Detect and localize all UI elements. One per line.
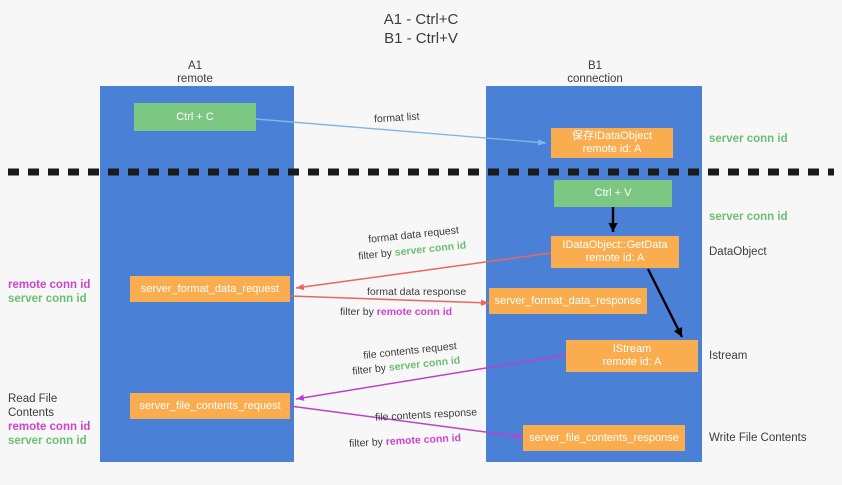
left-label-remote-conn-id-1: remote conn id (8, 279, 91, 291)
right-label-write-file-contents: Write File Contents (709, 432, 807, 444)
edge-label-format-data-request-filter-prefix: filter by (357, 246, 396, 263)
left-label-server-conn-id-1: server conn id (8, 293, 87, 305)
column-header-b1-name: B1 (587, 60, 603, 72)
left-label-server-conn-id-2: server conn id (8, 435, 87, 447)
node-idataobject-getdata-line1: IDataObject::GetData (562, 239, 668, 251)
node-server-file-contents-request-label: server_file_contents_request (139, 399, 281, 412)
node-ctrl-v[interactable]: Ctrl + V (554, 180, 672, 207)
node-istream-line1: IStream (612, 343, 652, 355)
column-header-b1-sub: connection (567, 73, 623, 85)
right-label-server-conn-id-mid: server conn id (709, 211, 788, 223)
left-label-remote-conn-id-2: remote conn id (8, 421, 91, 433)
node-saved-idataobject-line2: remote id: A (582, 143, 642, 155)
right-label-istream: Istream (709, 350, 748, 362)
title-line-2: B1 - Ctrl+V (384, 30, 458, 47)
left-label-group-file: Read File Contents remote conn id server… (8, 392, 103, 448)
node-server-file-contents-request[interactable]: server_file_contents_request (130, 393, 290, 419)
edge-label-file-contents-response: file contents response (374, 406, 478, 424)
edge-label-file-contents-response-filter-prefix: filter by (348, 436, 387, 450)
page-title: A1 - Ctrl+C B1 - Ctrl+V (0, 10, 842, 48)
title-line-1: A1 - Ctrl+C (383, 11, 459, 28)
node-server-format-data-request-label: server_format_data_request (140, 282, 280, 295)
left-label-group-format: remote conn id server conn id (8, 278, 98, 306)
node-ctrl-c-label: Ctrl + C (176, 110, 214, 123)
left-label-read-file-contents: Read File Contents (8, 393, 58, 419)
node-saved-idataobject-line1: 保存IDataObject (571, 130, 653, 142)
node-istream[interactable]: IStream remote id: A (566, 340, 698, 372)
node-idataobject-getdata-line2: remote id: A (585, 252, 645, 264)
node-saved-idataobject[interactable]: 保存IDataObject remote id: A (551, 128, 673, 158)
right-label-server-conn-id-top: server conn id (709, 133, 788, 145)
node-istream-line2: remote id: A (602, 356, 662, 368)
edge-label-format-data-response-filter: filter by remote conn id (340, 305, 452, 319)
edge-label-file-contents-response-filter-value: remote conn id (385, 432, 462, 448)
node-server-format-data-response-label: server_format_data_response (494, 294, 642, 307)
edge-label-file-contents-response-filter: filter by remote conn id (349, 431, 462, 451)
node-server-format-data-response[interactable]: server_format_data_response (489, 288, 647, 314)
node-server-file-contents-response[interactable]: server_file_contents_response (523, 425, 685, 451)
node-idataobject-getdata[interactable]: IDataObject::GetData remote id: A (551, 236, 679, 268)
column-header-a1-name: A1 (187, 60, 203, 72)
edge-label-format-data-response-filter-value: remote conn id (376, 306, 453, 318)
edge-label-file-contents-request-filter-prefix: filter by (351, 361, 390, 378)
edge-label-format-data-response: format data response (367, 286, 467, 298)
node-ctrl-v-label: Ctrl + V (594, 187, 632, 199)
edge-label-format-list: format list (373, 110, 420, 126)
column-header-b1: B1 connection (530, 60, 660, 86)
right-label-dataobject: DataObject (709, 246, 767, 258)
column-header-a1-sub: remote (177, 73, 213, 85)
column-header-a1: A1 remote (130, 60, 260, 86)
node-ctrl-c[interactable]: Ctrl + C (134, 103, 256, 131)
edge-label-format-data-response-filter-prefix: filter by (340, 306, 377, 318)
node-server-file-contents-response-label: server_file_contents_response (529, 431, 679, 444)
node-server-format-data-request[interactable]: server_format_data_request (130, 276, 290, 302)
